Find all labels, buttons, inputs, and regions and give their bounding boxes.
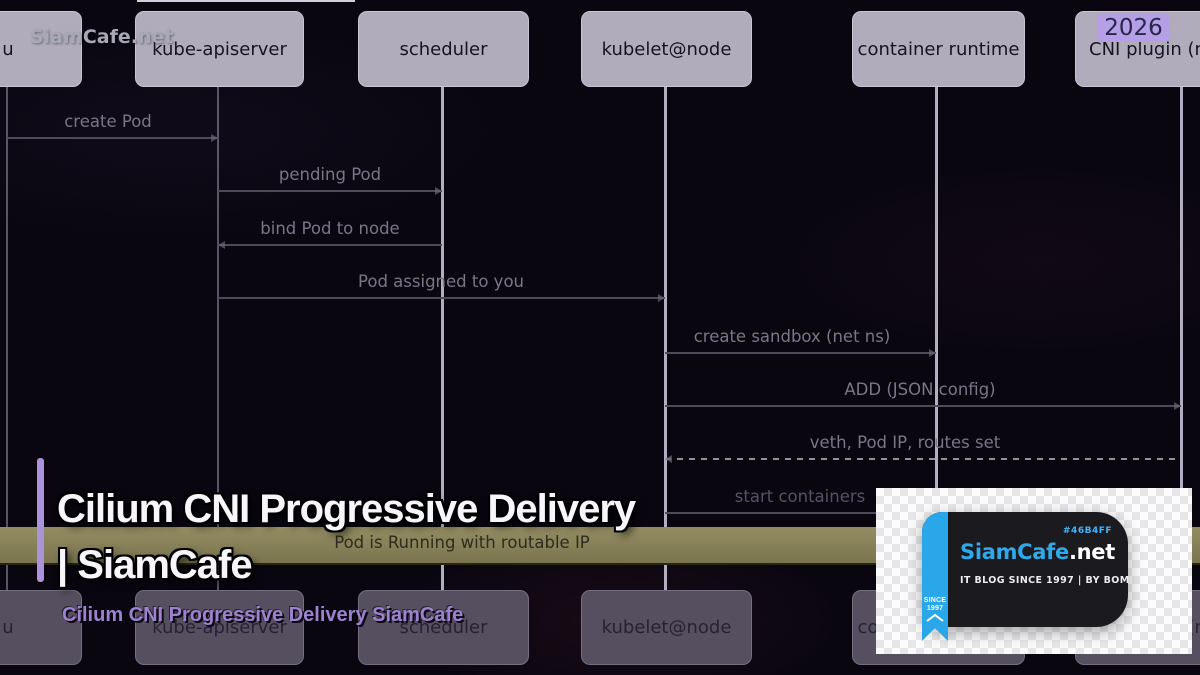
message-line-7 bbox=[665, 512, 936, 514]
message-line-5 bbox=[665, 405, 1181, 407]
title-line2: | SiamCafe bbox=[57, 543, 253, 587]
actor-top-container-runtime: container runtime bbox=[852, 11, 1025, 87]
page-subtitle: Cilium CNI Progressive Delivery SiamCafe bbox=[62, 604, 464, 626]
title-accent-bar bbox=[37, 458, 44, 582]
title-line1: Cilium CNI Progressive Delivery bbox=[57, 487, 636, 531]
message-label-6: veth, Pod IP, routes set bbox=[809, 433, 1001, 452]
message-label-2: bind Pod to node bbox=[260, 219, 400, 238]
message-line-0 bbox=[7, 137, 218, 139]
arrowhead-5 bbox=[1174, 402, 1181, 410]
arrowhead-3 bbox=[658, 294, 665, 302]
arrowhead-4 bbox=[929, 349, 936, 357]
arrowhead-0 bbox=[211, 134, 218, 142]
message-label-5: ADD (JSON config) bbox=[844, 380, 996, 399]
logo-wordmark: SiamCafe.net bbox=[960, 540, 1115, 564]
banner-text: Pod is Running with routable IP bbox=[334, 533, 590, 552]
ribbon-text: SINCE 1997 bbox=[922, 597, 948, 613]
actor-top-scheduler: scheduler bbox=[358, 11, 529, 87]
message-label-3: Pod assigned to you bbox=[358, 272, 524, 291]
watermark: SiamCafe.net bbox=[30, 26, 174, 48]
message-line-6 bbox=[665, 458, 1181, 460]
message-line-2 bbox=[218, 244, 442, 246]
lifeline-container-runtime bbox=[935, 85, 938, 590]
page-title: Cilium CNI Progressive Delivery | SiamCa… bbox=[57, 481, 636, 593]
message-label-4: create sandbox (net ns) bbox=[693, 327, 891, 346]
since-1997-ribbon: SINCE 1997 bbox=[922, 512, 948, 641]
ribbon-line2: 1997 bbox=[926, 605, 944, 612]
logo-checkerboard: SINCE 1997 #46B4FF SiamCafe.net IT BLOG … bbox=[876, 488, 1192, 654]
arrowhead-6 bbox=[665, 455, 672, 463]
lifeline-scheduler bbox=[441, 85, 444, 590]
arrowhead-1 bbox=[435, 187, 442, 195]
year-badge: 2026 bbox=[1097, 13, 1170, 42]
ribbon-line1: SINCE bbox=[923, 597, 947, 604]
logo-tagline: IT BLOG SINCE 1997 | BY BOM bbox=[960, 575, 1130, 586]
lifeline-cni-plugin bbox=[1180, 85, 1183, 590]
message-label-7: start containers bbox=[734, 487, 866, 506]
logo-wordmark-net: .net bbox=[1068, 540, 1115, 564]
arrowhead-2 bbox=[218, 241, 225, 249]
actor-top-kubelet-node: kubelet@node bbox=[581, 11, 752, 87]
logo-hex-code: #46B4FF bbox=[1063, 526, 1112, 536]
message-line-1 bbox=[218, 190, 442, 192]
actor-bottom-scheduler: scheduler bbox=[358, 590, 529, 665]
logo-wordmark-siamcafe: SiamCafe bbox=[960, 540, 1069, 564]
message-line-3 bbox=[218, 297, 665, 299]
actor-bottom-kubelet-node: kubelet@node bbox=[581, 590, 752, 665]
lifeline-kubelet-node bbox=[664, 85, 667, 590]
top-edge-line bbox=[137, 0, 355, 2]
message-label-1: pending Pod bbox=[278, 165, 382, 184]
actor-bottom-user: u bbox=[0, 590, 82, 665]
lifeline-user bbox=[6, 85, 8, 590]
lifeline-kube-apiserver bbox=[217, 85, 219, 590]
actor-top-kube-apiserver: kube-apiserver bbox=[135, 11, 304, 87]
actor-bottom-kube-apiserver: kube-apiserver bbox=[135, 590, 304, 665]
message-line-4 bbox=[665, 352, 936, 354]
actor-top-user: u bbox=[0, 11, 82, 87]
siamcafe-logo-card: SINCE 1997 #46B4FF SiamCafe.net IT BLOG … bbox=[922, 512, 1130, 641]
message-label-0: create Pod bbox=[64, 112, 152, 131]
chevron-icon bbox=[926, 613, 944, 622]
